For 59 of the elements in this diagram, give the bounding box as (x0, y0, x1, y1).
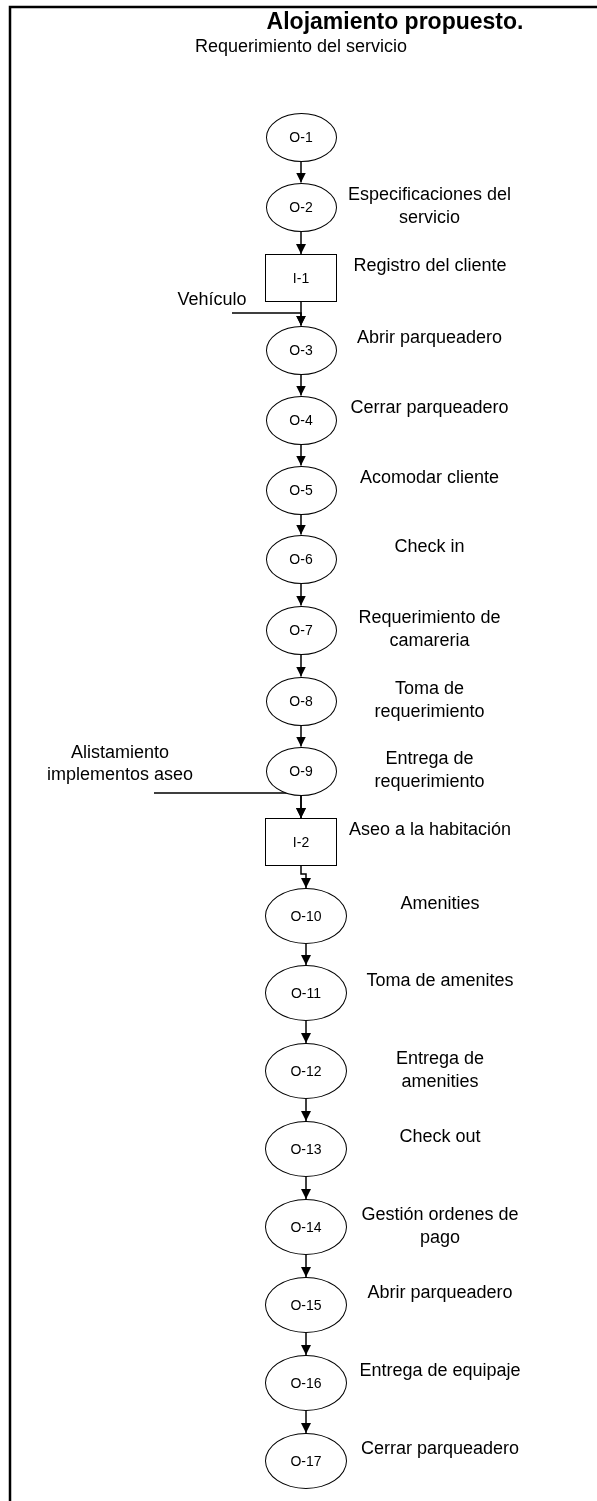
step-description: Toma de amenites (365, 969, 515, 992)
step-description: Abrir parqueadero (355, 326, 504, 349)
operation-circle: O-12 (265, 1043, 347, 1099)
operation-circle: O-5 (265, 465, 337, 515)
step-description: Entrega de requerimiento (373, 747, 486, 792)
step-description: Toma de requerimiento (373, 677, 486, 722)
step-description: Gestión ordenes de pago (360, 1203, 520, 1248)
operation-circle: O-9 (265, 746, 337, 796)
flow-arrow (296, 230, 306, 255)
operation-circle: O-10 (265, 888, 347, 944)
flow-arrow (301, 1332, 311, 1356)
flow-arrow (301, 943, 311, 966)
operation-circle: O-16 (265, 1355, 347, 1411)
step-description: Cerrar parqueadero (359, 1437, 521, 1460)
flow-arrow (296, 513, 306, 536)
operation-circle: O-15 (265, 1277, 347, 1333)
operation-circle: O-13 (265, 1121, 347, 1177)
step-description: Check out (398, 1125, 482, 1148)
step-description: Abrir parqueadero (366, 1281, 514, 1304)
operation-circle: O-17 (265, 1433, 347, 1489)
step-description: Cerrar parqueadero (349, 396, 510, 419)
operation-circle: O-1 (265, 112, 337, 162)
flow-arrow (301, 1020, 311, 1044)
operation-circle: O-11 (265, 965, 347, 1021)
operation-circle: O-2 (265, 182, 337, 232)
step-description: Entrega de amenities (394, 1047, 486, 1092)
step-description: Requerimiento del servicio (193, 34, 409, 57)
operation-circle: O-8 (265, 676, 337, 726)
input-label: Alistamiento implementos aseo (35, 735, 205, 793)
diagram-title: Alojamiento propuesto. (265, 8, 525, 35)
flow-arrow (296, 724, 306, 748)
flow-arrow (296, 443, 306, 467)
operation-circle: O-6 (265, 534, 337, 584)
operation-circle: O-7 (265, 605, 337, 655)
operation-circle: O-14 (265, 1199, 347, 1255)
step-description: Especificaciones del servicio (346, 183, 513, 228)
flow-arrow (301, 1098, 311, 1122)
flow-arrow (301, 1410, 311, 1434)
step-description: Entrega de equipaje (358, 1359, 522, 1382)
flow-arrow (296, 653, 306, 678)
operation-circle: O-3 (265, 325, 337, 375)
step-description: Aseo a la habitación (347, 818, 513, 841)
flow-arrow (296, 160, 306, 184)
step-description: Amenities (399, 892, 481, 915)
inspection-box: I-2 (265, 818, 337, 866)
step-description: Registro del cliente (352, 254, 508, 277)
flow-arrow (231, 312, 306, 327)
step-description: Acomodar cliente (358, 466, 501, 489)
flow-arrow (301, 1254, 311, 1278)
flow-arrow (301, 1176, 311, 1200)
step-description: Check in (393, 535, 466, 558)
operation-circle: O-4 (265, 395, 337, 445)
inspection-box: I-1 (265, 254, 337, 302)
flow-arrow (300, 865, 311, 889)
flow-arrow (296, 373, 306, 397)
step-description: Requerimiento de camareria (357, 606, 502, 651)
flow-arrow (296, 582, 306, 607)
flow-arrow (153, 792, 306, 819)
input-label: Vehículo (162, 287, 262, 313)
